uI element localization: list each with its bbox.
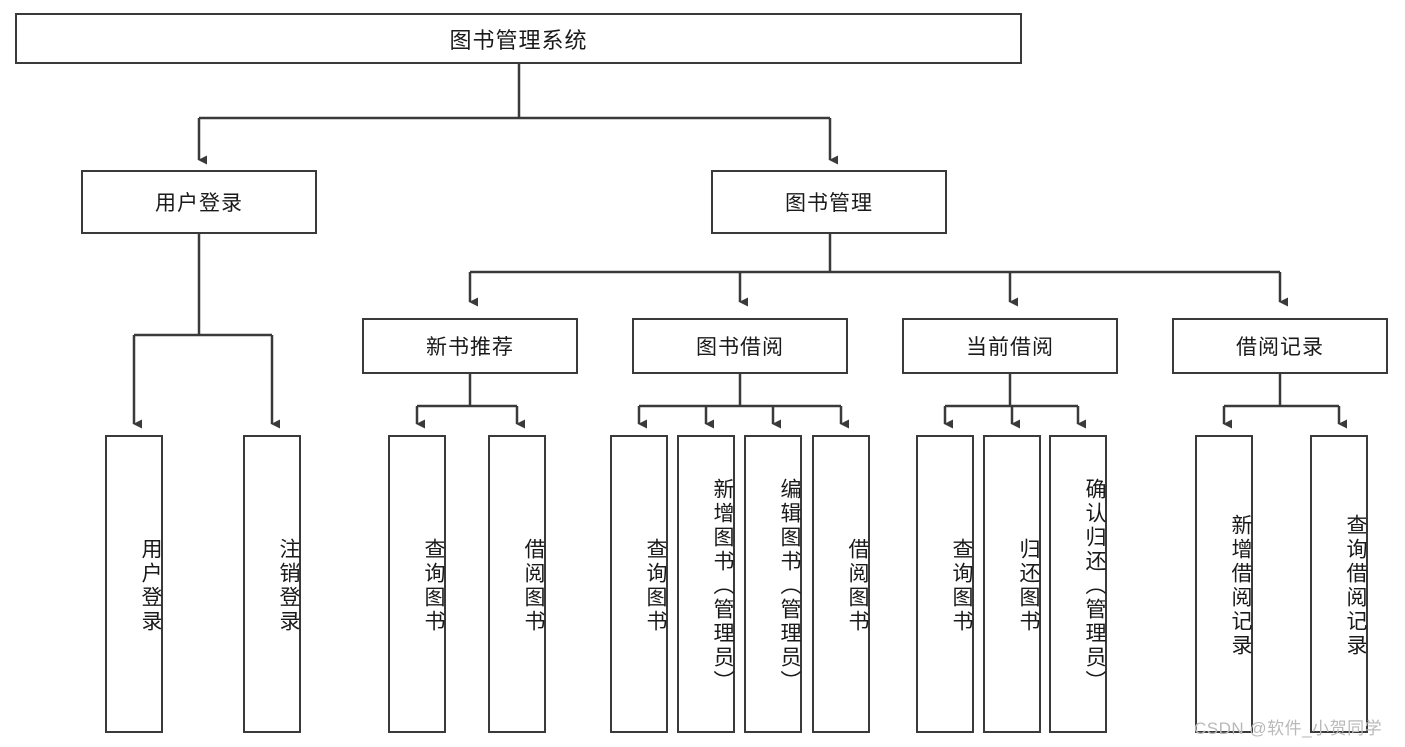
- node-label: 新增借阅记录: [1229, 514, 1252, 658]
- leaf-borrow-record-add[interactable]: 新增借阅记录: [1195, 435, 1253, 733]
- leaf-borrow-record-query[interactable]: 查询借阅记录: [1310, 435, 1368, 733]
- node-label: 查询图书: [644, 538, 667, 634]
- csdn-watermark: CSDN @软件_小贺同学: [1194, 719, 1383, 738]
- node-label: 用户登录: [139, 538, 162, 634]
- node-label: 借阅图书: [846, 538, 869, 634]
- node-label: 注销登录: [277, 538, 300, 634]
- node-label: 查询借阅记录: [1344, 514, 1367, 658]
- node-user-login[interactable]: 用户登录: [81, 170, 317, 234]
- node-label: 确认归还（管理员）: [1083, 478, 1106, 694]
- leaf-current-borrow-query[interactable]: 查询图书: [916, 435, 974, 733]
- node-label: 图书管理: [785, 192, 873, 215]
- node-label: 用户登录: [155, 192, 243, 215]
- node-label: 图书管理系统: [449, 27, 588, 53]
- leaf-book-borrow-add[interactable]: 新增图书（管理员）: [677, 435, 735, 733]
- node-label: 图书借阅: [696, 336, 784, 359]
- node-label: 新书推荐: [426, 336, 514, 359]
- node-label: 借阅记录: [1236, 336, 1324, 359]
- node-new-book-recommend[interactable]: 新书推荐: [362, 318, 578, 374]
- node-label: 查询图书: [422, 538, 445, 634]
- leaf-book-borrow-query[interactable]: 查询图书: [610, 435, 668, 733]
- leaf-book-borrow-edit[interactable]: 编辑图书（管理员）: [744, 435, 802, 733]
- node-label: 归还图书: [1017, 538, 1040, 634]
- leaf-user-login-logout[interactable]: 注销登录: [243, 435, 301, 733]
- leaf-current-borrow-return[interactable]: 归还图书: [983, 435, 1041, 733]
- leaf-new-book-query[interactable]: 查询图书: [388, 435, 446, 733]
- leaf-book-borrow-borrow[interactable]: 借阅图书: [812, 435, 870, 733]
- node-book-management[interactable]: 图书管理: [711, 170, 947, 234]
- node-label: 当前借阅: [966, 336, 1054, 359]
- node-label: 查询图书: [950, 538, 973, 634]
- node-book-borrow[interactable]: 图书借阅: [632, 318, 848, 374]
- node-label: 编辑图书（管理员）: [778, 478, 801, 694]
- node-label: 借阅图书: [522, 538, 545, 634]
- leaf-current-borrow-confirm-return[interactable]: 确认归还（管理员）: [1049, 435, 1107, 733]
- node-current-borrow[interactable]: 当前借阅: [902, 318, 1118, 374]
- leaf-user-login-login[interactable]: 用户登录: [105, 435, 163, 733]
- node-label: 新增图书（管理员）: [711, 478, 734, 694]
- leaf-new-book-borrow[interactable]: 借阅图书: [488, 435, 546, 733]
- node-root-book-management-system[interactable]: 图书管理系统: [15, 13, 1022, 64]
- node-borrow-record[interactable]: 借阅记录: [1172, 318, 1388, 374]
